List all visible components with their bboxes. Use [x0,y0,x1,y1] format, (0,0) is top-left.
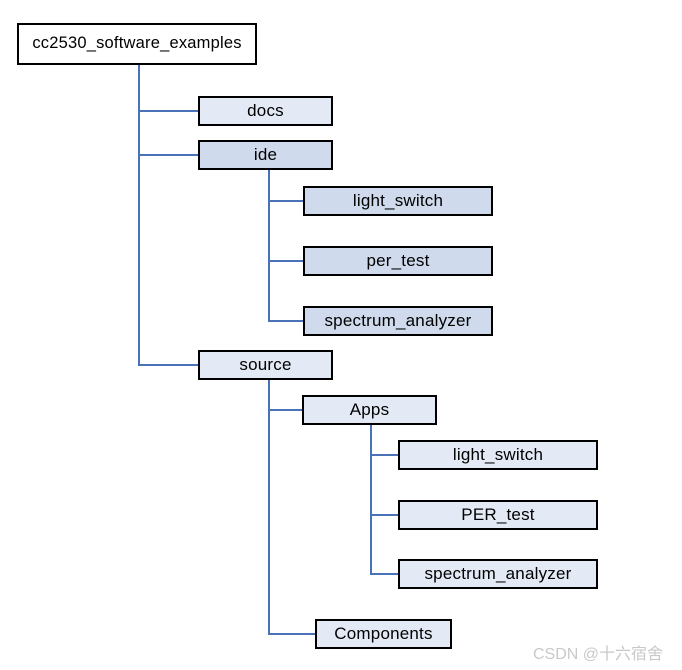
connector-branch-ide-light [268,200,303,202]
tree-node-apps[interactable]: Apps [302,395,437,425]
tree-node-components[interactable]: Components [315,619,452,649]
tree-node-label: cc2530_software_examples [32,34,242,53]
csdn-watermark: CSDN @十六宿舍 [533,646,664,663]
tree-node-root[interactable]: cc2530_software_examples [17,23,257,65]
connector-branch-ide-spectrum [268,320,303,322]
connector-branch-components [268,633,315,635]
tree-node-label: ide [253,144,278,164]
tree-node-label: Components [334,623,433,643]
connector-branch-ide [138,154,198,156]
connector-trunk-root [138,65,140,365]
tree-node-label: light_switch [452,444,544,464]
tree-node-ide_per[interactable]: per_test [303,246,493,276]
tree-node-label: docs [247,100,284,120]
tree-node-apps_spectrum[interactable]: spectrum_analyzer [398,559,598,589]
tree-node-label: Apps [349,399,390,419]
tree-node-label: spectrum_analyzer [424,563,572,583]
tree-node-label: PER_test [461,504,535,524]
connector-branch-apps-light [370,454,398,456]
tree-node-apps_per[interactable]: PER_test [398,500,598,530]
connector-branch-apps [268,409,302,411]
tree-node-label: light_switch [352,190,444,210]
connector-branch-ide-per [268,260,303,262]
tree-node-label: per_test [366,250,430,270]
connector-branch-source [138,364,198,366]
connector-branch-apps-per [370,514,398,516]
tree-node-ide_light[interactable]: light_switch [303,186,493,216]
tree-node-ide_spectrum[interactable]: spectrum_analyzer [303,306,493,336]
connector-branch-apps-spectrum [370,573,398,575]
connector-trunk-source [268,379,270,634]
tree-node-label: spectrum_analyzer [324,310,472,330]
tree-node-source[interactable]: source [198,350,333,380]
connector-branch-docs [138,110,198,112]
tree-node-ide[interactable]: ide [198,140,333,170]
tree-node-docs[interactable]: docs [198,96,333,126]
connector-trunk-ide [268,170,270,321]
tree-node-apps_light[interactable]: light_switch [398,440,598,470]
tree-node-label: source [239,354,292,374]
connector-trunk-apps [370,424,372,574]
